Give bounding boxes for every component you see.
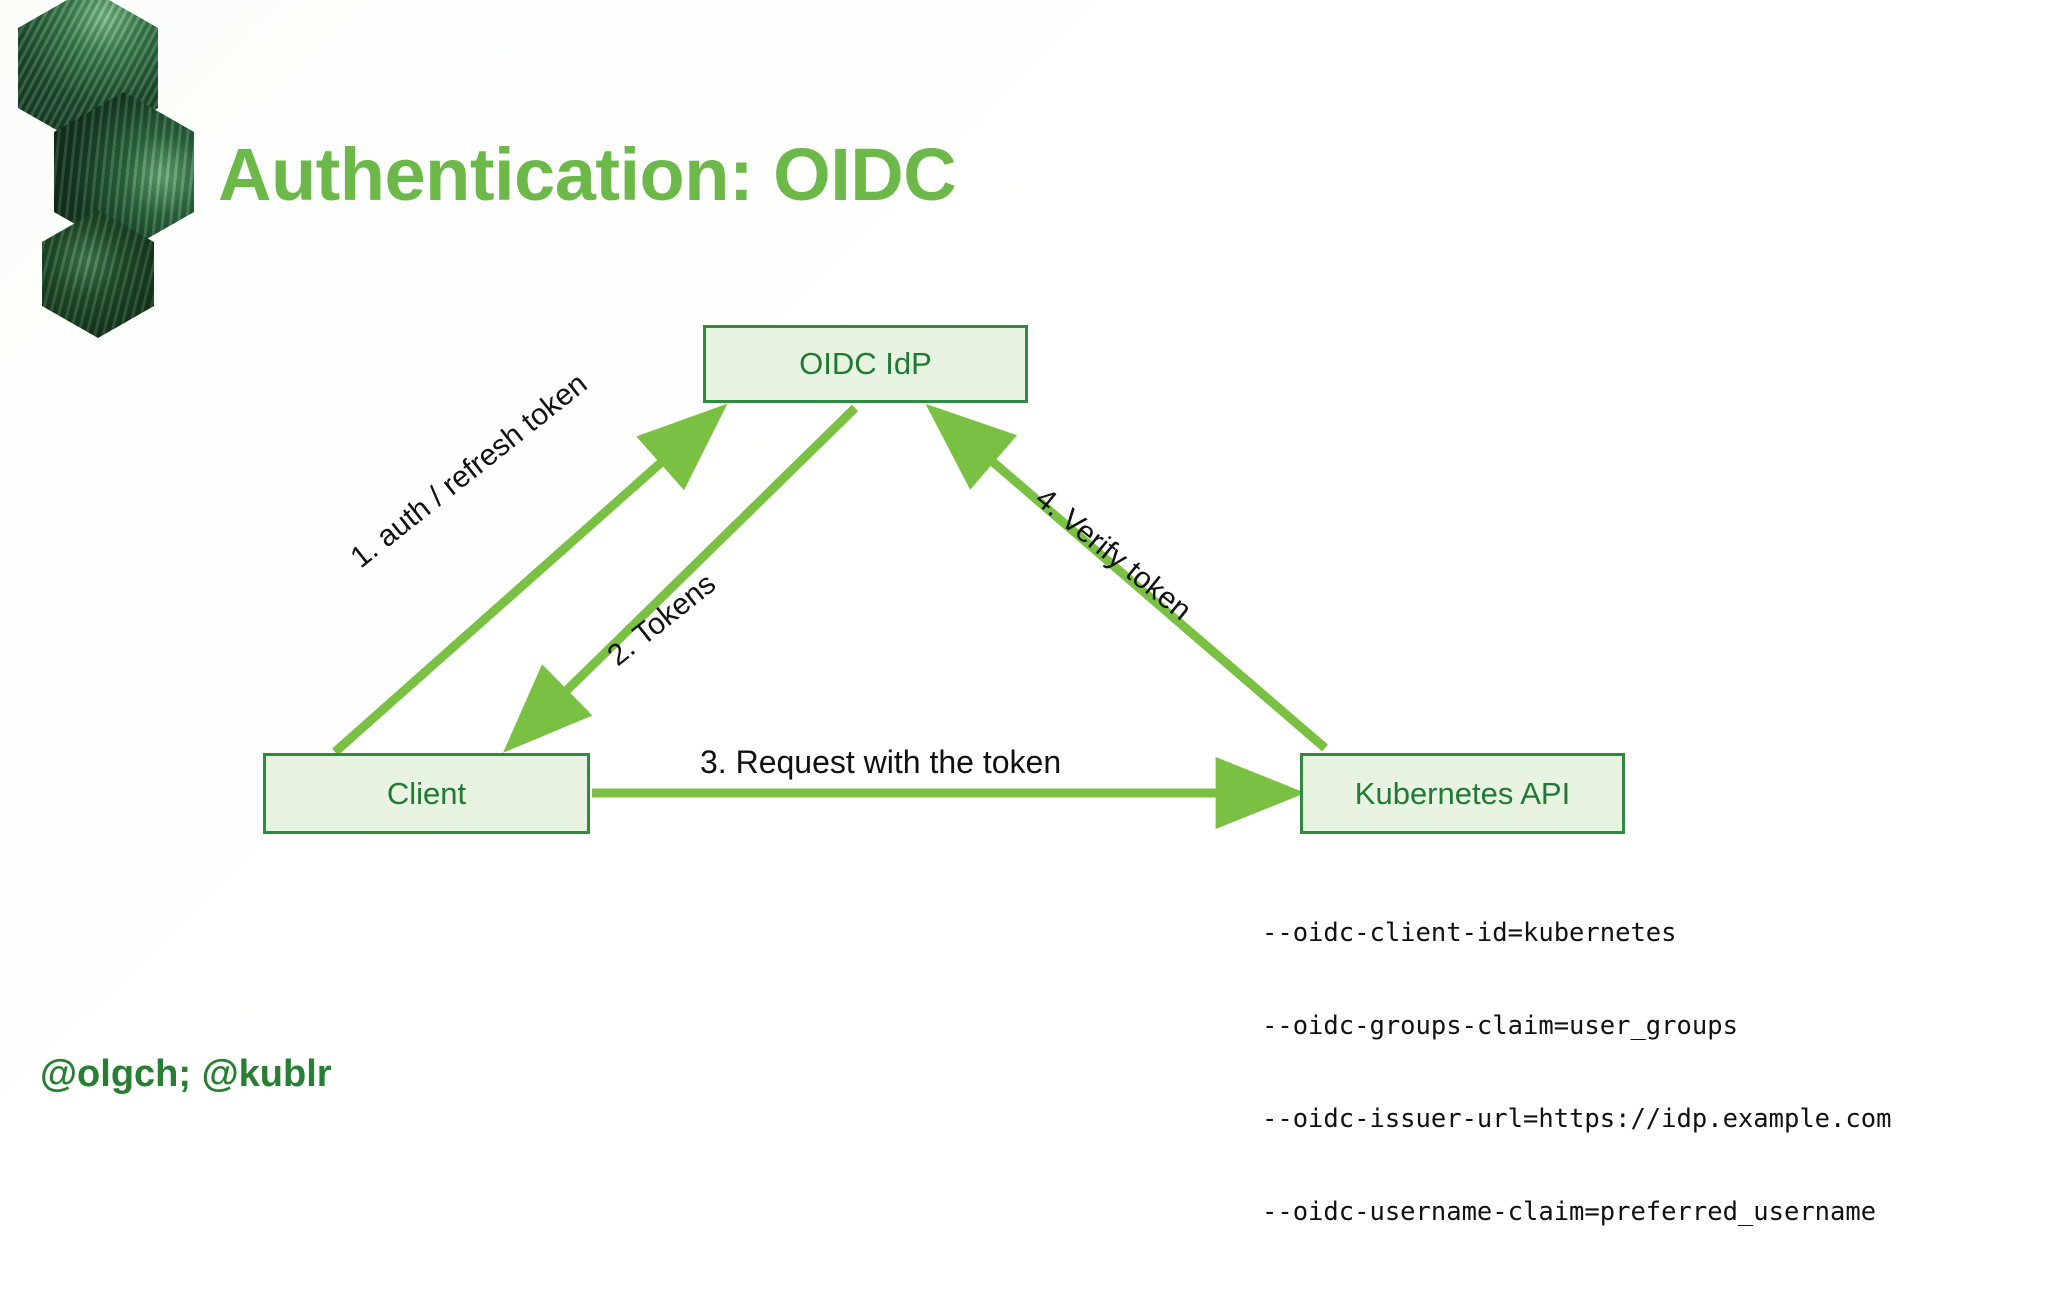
page-title: Authentication: OIDC: [218, 133, 957, 216]
node-kubernetes-api-label: Kubernetes API: [1354, 775, 1571, 811]
edge-auth-refresh-token: [332, 403, 728, 756]
node-client[interactable]: Client: [263, 753, 590, 834]
footer-handles: @olgch; @kublr: [40, 1053, 332, 1095]
kube-apiserver-oidc-flags: --oidc-client-id=kubernetes --oidc-group…: [1262, 856, 1891, 1290]
kublr-hexagon-logo: [18, 0, 208, 338]
node-client-label: Client: [386, 775, 467, 811]
flag-line-oidc-username-claim: --oidc-username-claim=preferred_username: [1262, 1197, 1877, 1227]
node-oidc-idp-label: OIDC IdP: [799, 346, 932, 381]
node-oidc-idp[interactable]: OIDC IdP: [703, 325, 1028, 403]
edge-verify-token: [925, 403, 1328, 752]
slide-canvas: Authentication: OIDC OIDC IdP Client Kub…: [0, 0, 2048, 1227]
oidc-flow-diagram: [332, 403, 1328, 829]
edge-label-request-with-token: 3. Request with the token: [700, 744, 1062, 780]
edge-tokens: [502, 404, 859, 753]
flag-line-oidc-issuer-url: --oidc-issuer-url=https://idp.example.co…: [1262, 1104, 1892, 1134]
flag-line-oidc-groups-claim: --oidc-groups-claim=user_groups: [1262, 1011, 1738, 1041]
flag-line-oidc-client-id: --oidc-client-id=kubernetes: [1262, 918, 1677, 948]
node-kubernetes-api[interactable]: Kubernetes API: [1300, 753, 1625, 834]
